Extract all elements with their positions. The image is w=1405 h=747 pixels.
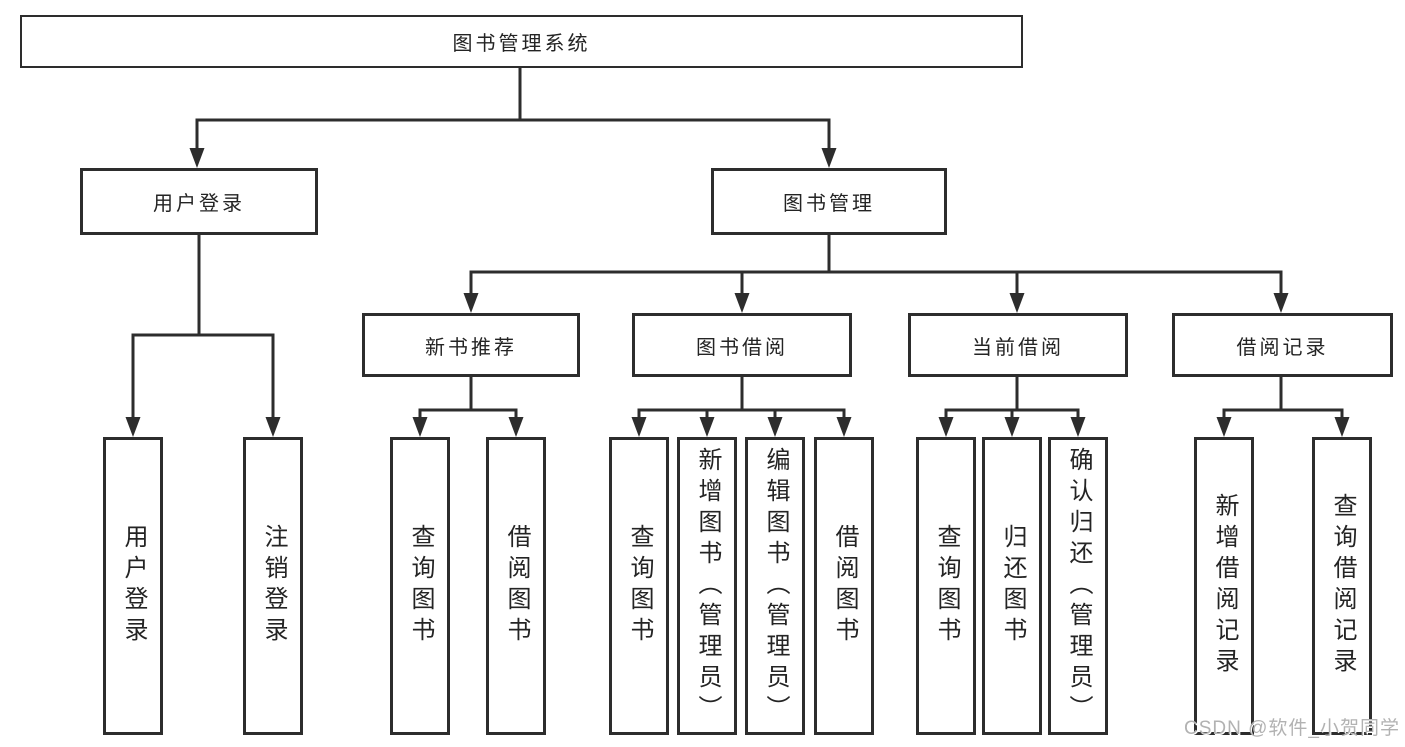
leaf-label: 编辑图书（管理员）	[762, 446, 789, 726]
node-book-management: 图书管理	[711, 168, 947, 235]
leaf-label: 归还图书	[999, 524, 1026, 648]
leaf-borrow-books-borrowing: 借阅图书	[814, 437, 874, 735]
leaf-query-books-recommend: 查询图书	[390, 437, 450, 735]
leaf-label: 用户登录	[120, 524, 147, 648]
leaf-query-books-current: 查询图书	[916, 437, 976, 735]
node-label: 新书推荐	[425, 336, 517, 359]
leaf-label: 借阅图书	[831, 524, 858, 648]
leaf-label: 新增图书（管理员）	[694, 446, 721, 726]
leaf-label: 查询借阅记录	[1329, 493, 1356, 679]
leaf-label: 借阅图书	[503, 524, 530, 648]
node-book-borrowing: 图书借阅	[632, 313, 852, 377]
node-user-login: 用户登录	[80, 168, 318, 235]
node-library-management-system: 图书管理系统	[20, 15, 1023, 68]
node-label: 图书借阅	[696, 336, 788, 359]
leaf-user-login: 用户登录	[103, 437, 163, 735]
leaf-return-books: 归还图书	[982, 437, 1042, 735]
leaf-add-books-admin: 新增图书（管理员）	[677, 437, 737, 735]
leaf-label: 注销登录	[260, 524, 287, 648]
node-borrowing-records: 借阅记录	[1172, 313, 1393, 377]
csdn-watermark: CSDN @软件_小贺同学	[1184, 718, 1400, 739]
leaf-edit-books-admin: 编辑图书（管理员）	[745, 437, 805, 735]
leaf-label: 查询图书	[407, 524, 434, 648]
leaf-label: 确认归还（管理员）	[1065, 446, 1092, 726]
node-label: 图书管理	[783, 193, 875, 215]
node-new-book-recommendation: 新书推荐	[362, 313, 580, 377]
leaf-label: 查询图书	[933, 524, 960, 648]
leaf-add-borrowing-record: 新增借阅记录	[1194, 437, 1254, 735]
node-label: 当前借阅	[972, 336, 1064, 359]
node-label: 图书管理系统	[452, 33, 591, 55]
leaf-label: 查询图书	[626, 524, 653, 648]
leaf-borrow-books-recommend: 借阅图书	[486, 437, 546, 735]
node-current-borrowing: 当前借阅	[908, 313, 1128, 377]
node-label: 用户登录	[153, 193, 245, 215]
leaf-query-borrowing-record: 查询借阅记录	[1312, 437, 1372, 735]
leaf-logout-login: 注销登录	[243, 437, 303, 735]
leaf-confirm-return-admin: 确认归还（管理员）	[1048, 437, 1108, 735]
leaf-query-books-borrowing: 查询图书	[609, 437, 669, 735]
node-label: 借阅记录	[1236, 336, 1329, 359]
leaf-label: 新增借阅记录	[1211, 493, 1238, 679]
